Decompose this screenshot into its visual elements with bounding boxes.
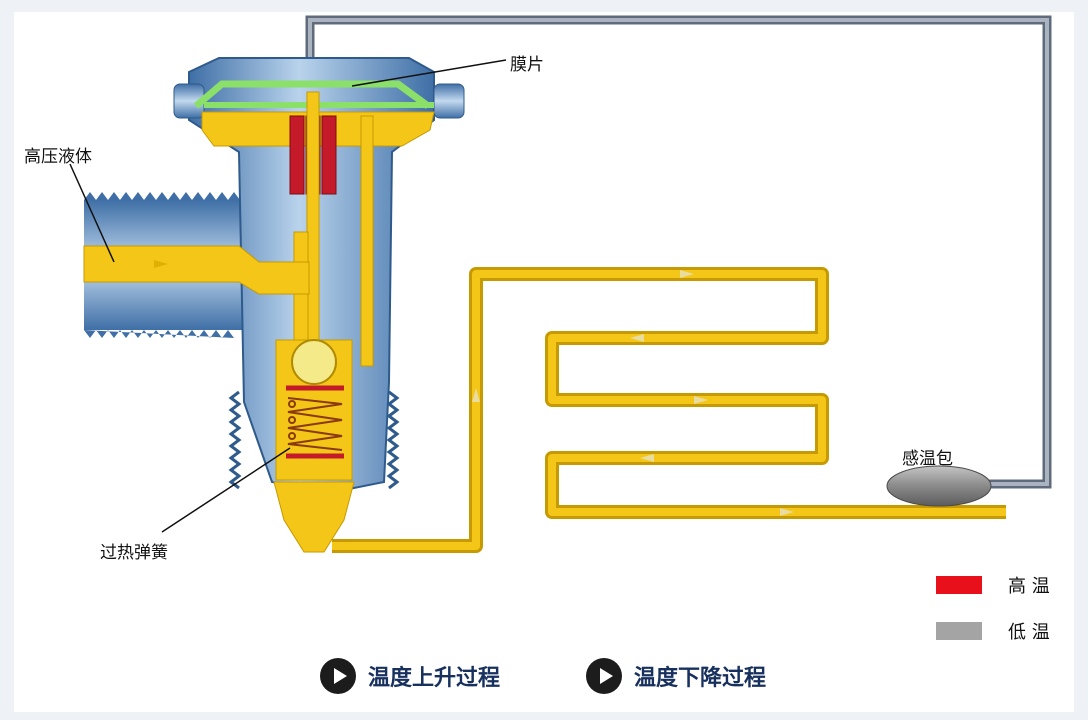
valve-ball	[291, 339, 337, 385]
legend-label-high: 高 温	[1008, 576, 1050, 597]
legend-swatch-low	[936, 622, 982, 640]
diagram-stage: 膜片 高压液体 过热弹簧 感温包 高 温 低 温 温度上升过程 温度下降过程	[14, 12, 1074, 712]
sensing-bulb	[886, 465, 992, 507]
temperature-fall-button[interactable]: 温度下降过程	[586, 658, 766, 694]
play-icon	[320, 658, 356, 694]
label-diaphragm: 膜片	[510, 55, 544, 75]
legend-high-temp: 高 温	[936, 572, 1050, 598]
legend-low-temp: 低 温	[936, 618, 1050, 644]
leader-lines	[69, 59, 507, 533]
flow-arrows	[472, 270, 794, 516]
outlet-nozzle	[273, 481, 355, 553]
label-high-pressure-liquid: 高压液体	[24, 147, 92, 167]
legend-label-low: 低 温	[1008, 622, 1050, 643]
temperature-rise-label: 温度上升过程	[368, 666, 501, 691]
label-sensing-bulb: 感温包	[902, 449, 953, 469]
temperature-rise-button[interactable]: 温度上升过程	[320, 658, 500, 694]
play-icon	[586, 658, 622, 694]
legend-swatch-high	[936, 576, 982, 594]
superheat-spring	[286, 385, 344, 459]
diaphragm	[193, 80, 431, 109]
inlet-liquid	[83, 245, 310, 295]
push-rod	[306, 91, 320, 353]
expansion-valve-diagram	[69, 15, 1052, 553]
temperature-fall-label: 温度下降过程	[634, 666, 767, 691]
label-superheat-spring: 过热弹簧	[100, 543, 168, 563]
evaporator-coil	[332, 267, 1006, 553]
